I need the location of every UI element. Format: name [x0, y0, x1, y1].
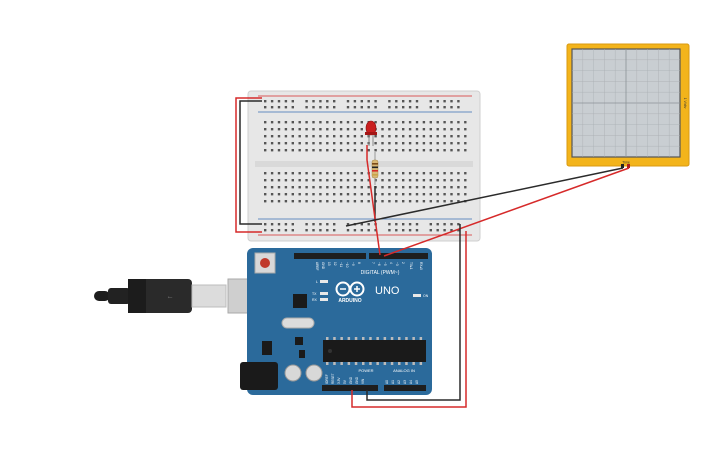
atmega-chip: [323, 340, 426, 362]
power-pin-label: RESET: [331, 373, 335, 384]
wires[interactable]: [235, 97, 630, 408]
digital-pin-label: ~10: [345, 262, 349, 268]
digital-label: DIGITAL (PWM~): [361, 270, 400, 276]
digital-pin-label: ~6: [377, 262, 381, 266]
wire-scope-signal[interactable]: [383, 167, 630, 257]
model-label: UNO: [375, 285, 400, 297]
resistor[interactable]: [371, 152, 379, 185]
rail-holes-bottom: [264, 223, 460, 232]
digital-pin-label: 12: [333, 262, 337, 266]
wire-scope-ground[interactable]: [345, 167, 624, 227]
scope-time-label: Time: [622, 161, 630, 165]
power-pin-label: VIN: [361, 378, 365, 384]
svg-text:ON: ON: [423, 294, 429, 298]
power-pin-label: 3.3V: [337, 377, 341, 384]
digital-pin-label: 4: [389, 262, 393, 264]
digital-pin-label: AREF: [315, 262, 319, 271]
power-pin-label: 5V: [343, 379, 347, 384]
digital-pin-label: 13: [327, 262, 331, 266]
oscilloscope[interactable]: Time 1 V/div: [566, 43, 690, 168]
digital-pin-label: TX▸1: [409, 262, 413, 270]
rail-holes-top: [264, 100, 460, 109]
power-pin-label: A3: [403, 380, 407, 384]
power-pin-label: A5: [415, 380, 419, 384]
led-rx: [320, 298, 328, 301]
regulator: [262, 341, 272, 355]
red-led[interactable]: [365, 120, 377, 146]
power-jack[interactable]: [240, 362, 278, 390]
power-pin-label: A0: [385, 380, 389, 384]
power-header[interactable]: [322, 385, 378, 391]
digital-pin-label: GND: [321, 262, 325, 270]
svg-text:L: L: [316, 280, 318, 284]
svg-text:TX: TX: [312, 292, 317, 296]
power-label: POWER: [358, 368, 373, 373]
wire-gnd-to-rail[interactable]: [366, 224, 461, 401]
power-pin-label: GND: [349, 376, 353, 384]
capacitor-2: [305, 364, 323, 382]
brand-label: ARDUINO: [338, 298, 361, 304]
scope-probe-pos[interactable]: [627, 164, 630, 168]
digital-pin-label: RX◂0: [419, 262, 423, 270]
digital-pin-label: 8: [357, 262, 361, 264]
small-chip: [295, 337, 303, 345]
arduino-logo-icon: [335, 281, 365, 297]
digital-pin-label: ~9: [351, 262, 355, 266]
center-channel: [255, 161, 473, 167]
crystal: [281, 317, 315, 329]
scope-grid: [572, 49, 680, 157]
capacitor-1: [284, 364, 302, 382]
usb-chip: [293, 294, 307, 308]
wire-rail-red-left[interactable]: [235, 97, 262, 233]
analog-label: ANALOG IN: [393, 368, 415, 373]
digital-header-left[interactable]: [294, 253, 366, 259]
power-pin-label: GND: [355, 376, 359, 384]
digital-pin-label: 2: [401, 262, 405, 264]
digital-pin-label: ~11: [339, 262, 343, 267]
power-pin-label: A1: [391, 380, 395, 384]
power-pin-label: A4: [409, 380, 413, 384]
power-pin-label: A2: [397, 380, 401, 384]
analog-header[interactable]: [384, 385, 426, 391]
digital-pin-label: ~5: [383, 262, 387, 266]
scope-probe-neg[interactable]: [621, 164, 624, 168]
reset-button-cap: [260, 258, 270, 268]
svg-text:RX: RX: [312, 298, 318, 302]
scope-volts-label: 1 V/div: [683, 98, 687, 109]
led-tx: [320, 292, 328, 295]
digital-header-right[interactable]: [369, 253, 428, 259]
wire-5v-to-rail[interactable]: [351, 231, 467, 408]
usb-jack: [227, 278, 249, 314]
breadboard-holes: [264, 121, 467, 203]
led-l: [320, 280, 328, 283]
wire-rail-black-left[interactable]: [239, 100, 262, 225]
wire-led-to-pin[interactable]: [366, 145, 381, 256]
breadboard[interactable]: [247, 90, 481, 242]
usb-b-connector: [191, 284, 227, 308]
digital-pin-label: ~3: [395, 262, 399, 266]
usb-symbol-icon: ⭠: [168, 295, 173, 301]
led-on: [413, 294, 421, 297]
digital-pin-label: 7: [371, 262, 375, 264]
usb-cable[interactable]: ⭠: [94, 278, 249, 314]
power-pin-label: IOREF: [325, 374, 329, 384]
